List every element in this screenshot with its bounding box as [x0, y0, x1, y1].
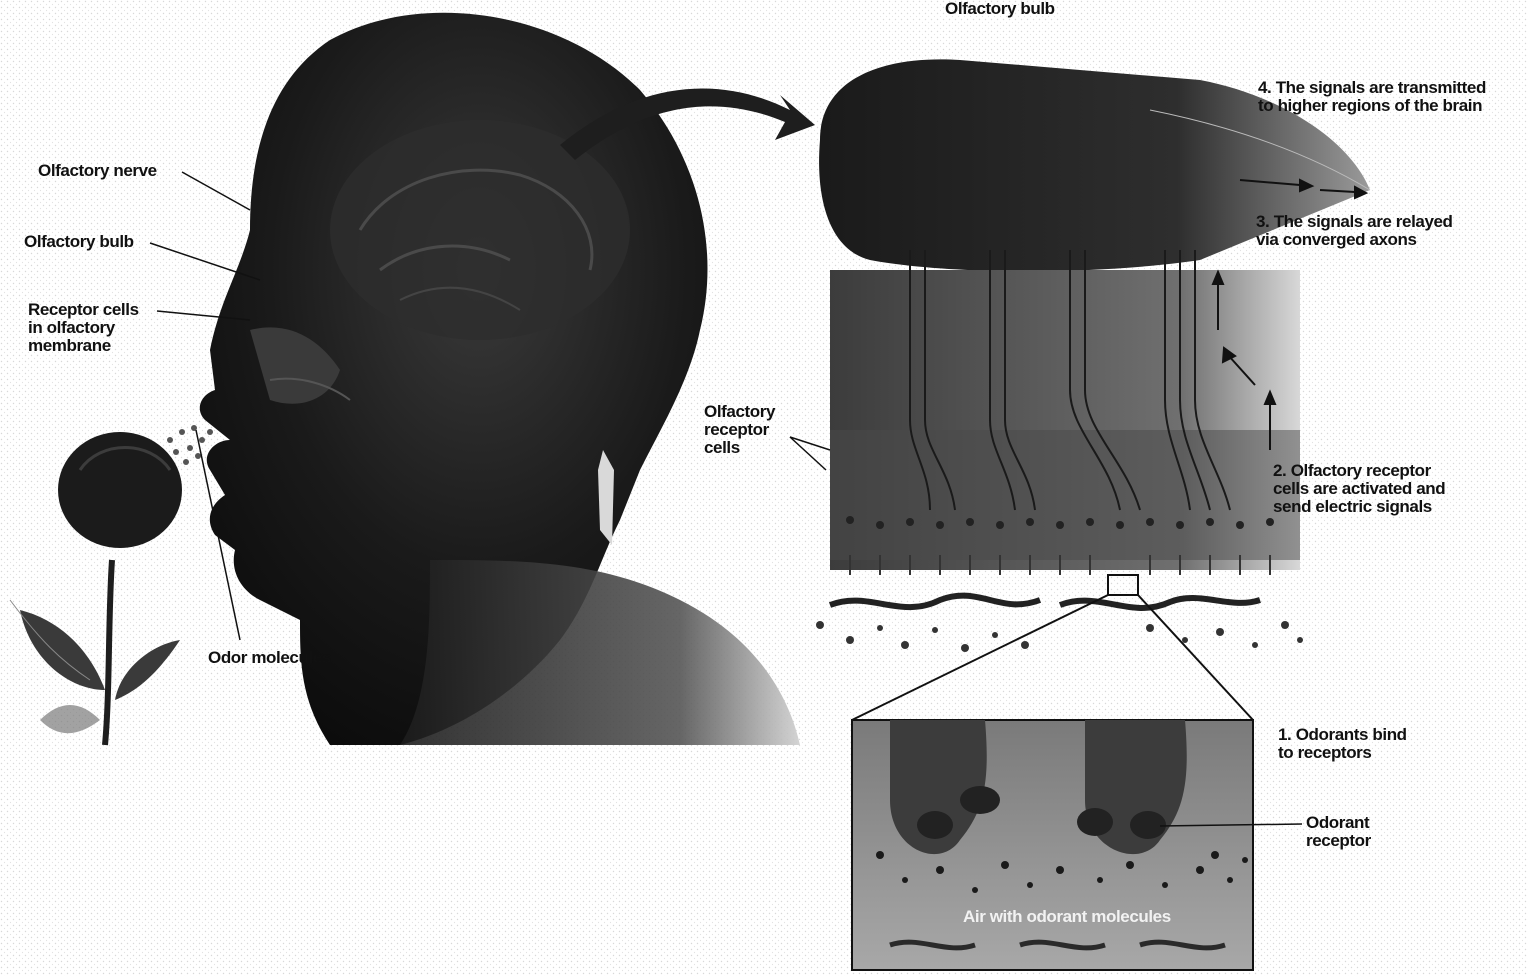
label-olfactory-bulb: Olfactory bulb [24, 233, 134, 251]
label-olfactory-nerve: Olfactory nerve [38, 162, 157, 180]
olfactory-membrane-graphic [830, 250, 1300, 575]
label-step-3: 3. The signals are relayed via converged… [1256, 213, 1453, 249]
label-receptor-cells: Receptor cells in olfactory membrane [28, 301, 139, 355]
label-odor-molecules: Odor molecules [208, 649, 331, 667]
receptor-closeup-inset [852, 720, 1253, 970]
label-step-2: 2. Olfactory receptor cells are activate… [1273, 462, 1445, 516]
label-olfactory-bulb-top: Olfactory bulb [945, 0, 1055, 18]
label-step-1: 1. Odorants bind to receptors [1278, 726, 1407, 762]
label-odorant-receptor: Odorant receptor [1306, 814, 1371, 850]
label-step-4: 4. The signals are transmitted to higher… [1258, 79, 1486, 115]
label-air-odorant-molecules: Air with odorant molecules [963, 908, 1171, 926]
label-olfactory-receptor-cells: Olfactory receptor cells [704, 403, 775, 457]
